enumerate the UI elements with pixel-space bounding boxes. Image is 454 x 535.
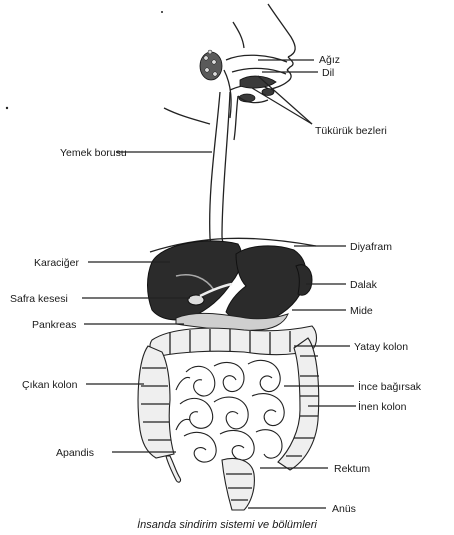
label-cikan-kolon: Çıkan kolon xyxy=(22,379,78,391)
appendix-shape xyxy=(166,456,181,482)
label-anus: Anüs xyxy=(332,503,356,515)
small-intestine xyxy=(176,360,284,462)
stomach-shape xyxy=(226,246,306,324)
label-inen-kolon: İnen kolon xyxy=(358,400,407,413)
label-yemek-borusu: Yemek borusu xyxy=(60,147,127,159)
label-tukuruk-bezleri: Tükürük bezleri xyxy=(315,125,387,137)
label-yatay-kolon: Yatay kolon xyxy=(354,341,408,353)
label-dil: Dil xyxy=(322,67,334,79)
label-dalak: Dalak xyxy=(350,279,378,291)
label-ince-bagirsak: İnce bağırsak xyxy=(358,380,422,393)
label-diyafram: Diyafram xyxy=(350,241,392,253)
label-rektum: Rektum xyxy=(334,463,370,475)
esophagus xyxy=(210,92,236,262)
label-safra-kesesi: Safra kesesi xyxy=(10,293,68,305)
label-mide: Mide xyxy=(350,305,373,317)
label-apandis: Apandis xyxy=(56,447,94,459)
label-karaciger: Karaciğer xyxy=(34,257,79,269)
label-pankreas: Pankreas xyxy=(32,319,76,331)
figure-caption: İnsanda sindirim sistemi ve bölümleri xyxy=(137,519,317,531)
label-agiz: Ağız xyxy=(319,54,340,66)
rectum xyxy=(222,459,254,510)
head-profile xyxy=(6,4,295,140)
